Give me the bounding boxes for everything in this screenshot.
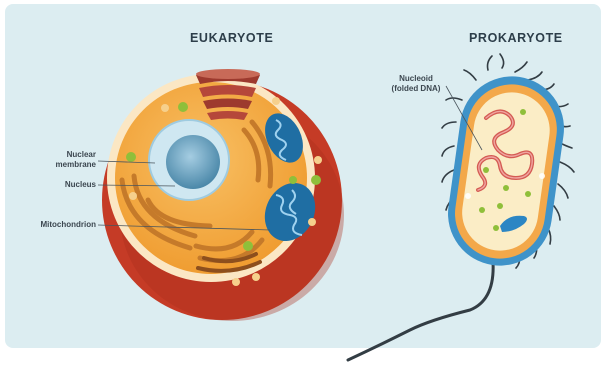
label-nuclear-membrane-line2: membrane [30,160,96,170]
label-nuclear-membrane-line1: Nuclear [30,150,96,160]
label-nucleus: Nucleus [30,180,96,190]
label-nuclear-membrane: Nuclear membrane [30,150,96,169]
nucleus [166,135,220,189]
flagellum [348,262,493,360]
eukaryote-title: EUKARYOTE [190,31,273,45]
eukaryotic-cell [98,69,344,321]
label-nucleoid: Nucleoid (folded DNA) [384,74,448,93]
label-nucleoid-line1: Nucleoid [384,74,448,84]
prokaryote-title: PROKARYOTE [469,31,563,45]
label-mitochondrion: Mitochondrion [16,220,96,230]
prokaryotic-cell [348,54,574,360]
label-nucleoid-line2: (folded DNA) [384,84,448,94]
